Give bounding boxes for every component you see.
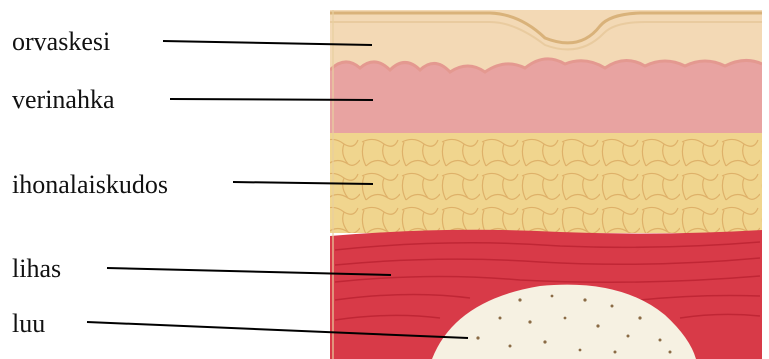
label-orvaskesi: orvaskesi <box>12 29 110 55</box>
label-lihas: lihas <box>12 256 61 282</box>
label-ihonalaiskudos: ihonalaiskudos <box>12 172 168 198</box>
leader-line-verinahka <box>170 99 373 100</box>
dermis-layer <box>330 59 762 135</box>
label-verinahka: verinahka <box>12 87 115 113</box>
label-luu: luu <box>12 311 45 337</box>
